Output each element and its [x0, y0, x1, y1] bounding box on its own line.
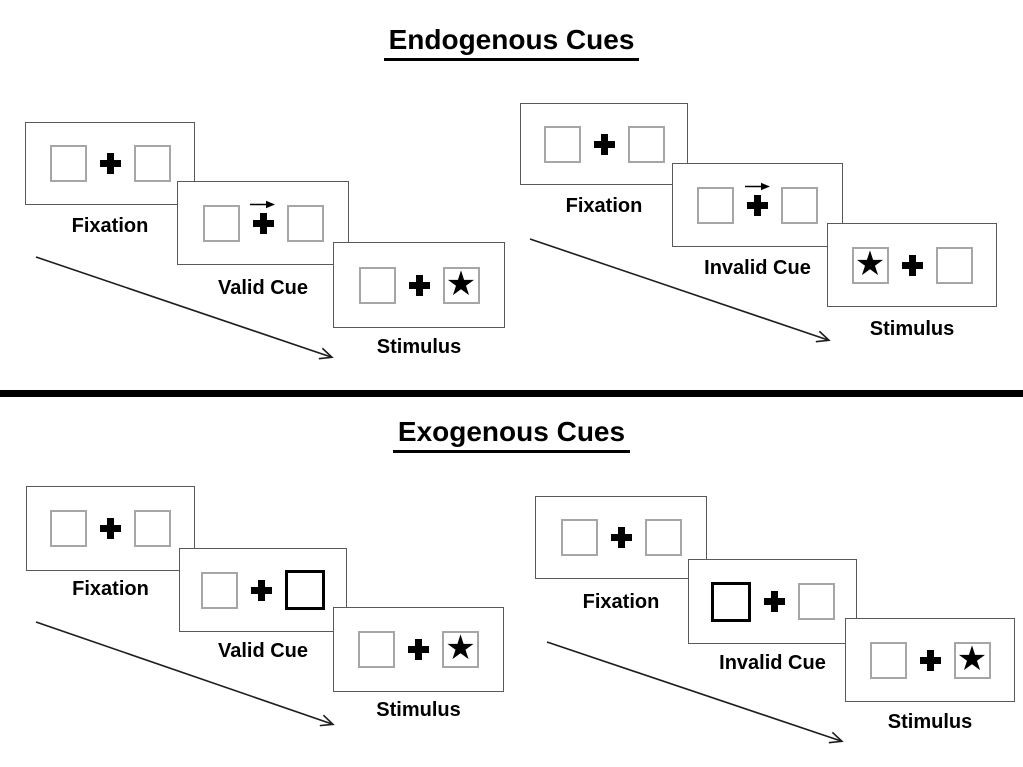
- fixation-center: [408, 639, 429, 660]
- plus-cross-icon: [251, 579, 272, 601]
- panel-label-valid-cue: Valid Cue: [217, 277, 309, 299]
- right-placeholder-box: [627, 125, 665, 163]
- panel-label-fixation: Fixation: [565, 195, 643, 217]
- left-placeholder-box: [697, 186, 734, 224]
- right-highlighted-cue-box: [285, 570, 325, 610]
- plus-cross-icon: [100, 518, 121, 539]
- left-placeholder-box: [49, 145, 87, 182]
- fixation-center: [100, 518, 121, 539]
- panel-label-fixation: Fixation: [72, 578, 149, 600]
- fixation-center: [744, 182, 770, 216]
- diagonal-arrow-icon: [529, 238, 831, 343]
- section-title-endogenous: Endogenous Cues: [0, 24, 1023, 61]
- fixation-center: [919, 649, 941, 671]
- star-stimulus-icon: ★: [956, 638, 988, 679]
- left-placeholder-box: [543, 125, 581, 163]
- diagonal-arrow-icon: [546, 641, 844, 744]
- plus-cross-icon: [408, 639, 429, 660]
- plus-cross-icon: [593, 133, 615, 155]
- plus-cross-icon: [252, 212, 274, 234]
- fixation-center: [593, 133, 615, 155]
- right-arrow-icon: [250, 200, 275, 208]
- panel-label-stimulus: Stimulus: [376, 336, 462, 358]
- left-placeholder-box: [202, 204, 240, 242]
- panel-label-fixation: Fixation: [71, 215, 149, 237]
- plus-cross-icon: [919, 649, 941, 671]
- star-stimulus-icon: ★: [445, 628, 476, 668]
- right-placeholder-box: [644, 519, 682, 556]
- left-target-box: ★: [851, 243, 889, 284]
- plus-cross-icon: [408, 274, 430, 296]
- right-placeholder-box: [935, 246, 973, 284]
- panel-label-invalid-cue: Invalid Cue: [719, 652, 826, 674]
- section-divider: [0, 390, 1023, 397]
- exogenous-invalid-stimulus-panel: ★: [845, 618, 1015, 702]
- exogenous-invalid-cue-panel: [688, 559, 857, 644]
- fixation-center: [251, 579, 272, 601]
- panel-label-stimulus: Stimulus: [887, 711, 973, 733]
- panel-label-invalid-cue: Invalid Cue: [704, 257, 811, 279]
- left-placeholder-box: [201, 571, 238, 609]
- diagonal-arrow-icon: [35, 621, 335, 727]
- plus-cross-icon: [763, 591, 785, 612]
- exogenous-invalid-fixation-panel: [535, 496, 707, 579]
- right-placeholder-box: [781, 186, 818, 224]
- fixation-center: [763, 591, 785, 612]
- section-title-text: Exogenous Cues: [392, 416, 631, 453]
- fixation-center: [250, 200, 275, 234]
- right-arrow-icon: [744, 182, 770, 190]
- exogenous-valid-fixation-panel: [26, 486, 195, 571]
- endogenous-invalid-stimulus-panel: ★: [827, 223, 997, 307]
- diagonal-arrow-icon: [35, 256, 334, 360]
- left-placeholder-box: [358, 631, 395, 668]
- star-stimulus-icon: ★: [854, 243, 886, 284]
- fixation-center: [610, 527, 632, 548]
- endogenous-valid-fixation-panel: [25, 122, 195, 205]
- right-placeholder-box: [797, 583, 835, 620]
- left-placeholder-box: [358, 266, 396, 304]
- exogenous-valid-cue-panel: [179, 548, 347, 632]
- right-placeholder-box: [286, 204, 324, 242]
- endogenous-valid-cue-panel: [177, 181, 349, 265]
- right-target-box: ★: [442, 263, 480, 304]
- fixation-center: [99, 153, 121, 174]
- plus-cross-icon: [610, 527, 632, 548]
- endogenous-invalid-cue-panel: [672, 163, 843, 247]
- section-title-text: Endogenous Cues: [383, 24, 640, 61]
- fixation-center: [901, 254, 923, 276]
- plus-cross-icon: [99, 153, 121, 174]
- plus-cross-icon: [901, 254, 923, 276]
- endogenous-invalid-fixation-panel: [520, 103, 688, 185]
- right-placeholder-box: [133, 145, 171, 182]
- fixation-center: [408, 274, 430, 296]
- plus-cross-icon: [747, 194, 768, 216]
- exogenous-valid-stimulus-panel: ★: [333, 607, 504, 692]
- left-placeholder-box: [50, 510, 87, 547]
- left-placeholder-box: [560, 519, 598, 556]
- endogenous-valid-stimulus-panel: ★: [333, 242, 505, 328]
- right-placeholder-box: [134, 510, 171, 547]
- panel-label-fixation: Fixation: [582, 591, 660, 613]
- star-stimulus-icon: ★: [445, 263, 477, 304]
- left-placeholder-box: [869, 641, 907, 679]
- left-highlighted-cue-box: [710, 581, 751, 622]
- right-target-box: ★: [953, 638, 991, 679]
- panel-label-stimulus: Stimulus: [376, 699, 461, 721]
- right-target-box: ★: [442, 631, 479, 668]
- panel-label-valid-cue: Valid Cue: [217, 640, 309, 662]
- panel-label-stimulus: Stimulus: [869, 318, 955, 340]
- section-title-exogenous: Exogenous Cues: [0, 416, 1023, 453]
